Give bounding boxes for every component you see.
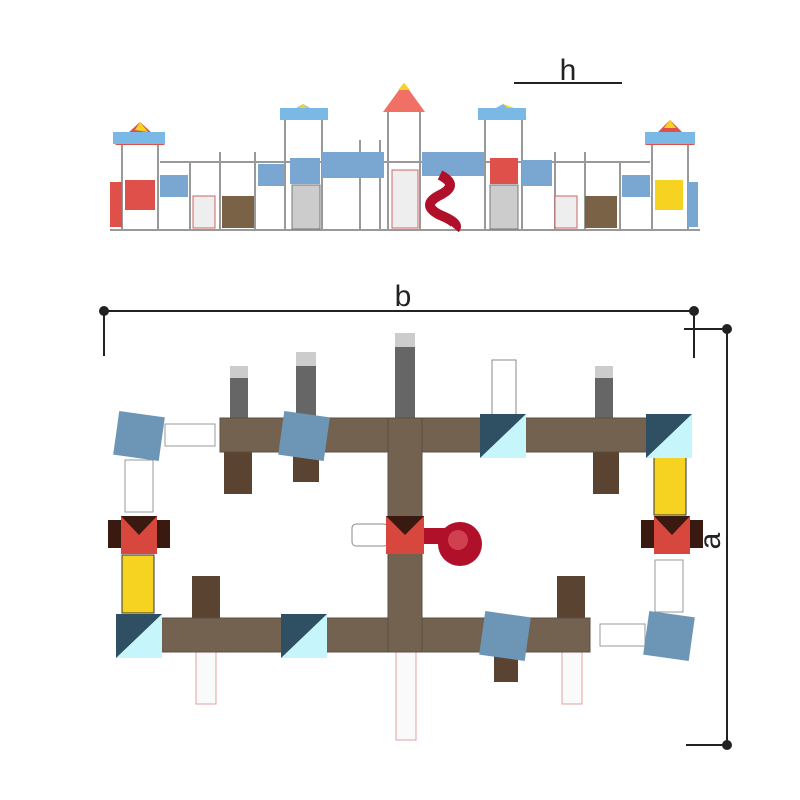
elevation-view: [110, 83, 700, 233]
bottom-slides: [195, 651, 583, 741]
spiral-slide: [425, 170, 461, 233]
spiral-slide-plan: [351, 522, 482, 566]
plan-view: [108, 333, 703, 741]
height-label: h: [560, 54, 577, 87]
dimension-a: [684, 324, 732, 750]
dimension-b: [99, 306, 699, 358]
width-label: b: [395, 280, 412, 313]
panels: [110, 152, 698, 227]
towers: [108, 411, 703, 661]
tower-roofs: [113, 83, 695, 145]
top-slides: [230, 333, 613, 418]
slides-and-stairs: [192, 169, 617, 233]
yellow-platform-right: [653, 456, 687, 516]
yellow-platform-left: [121, 554, 155, 614]
